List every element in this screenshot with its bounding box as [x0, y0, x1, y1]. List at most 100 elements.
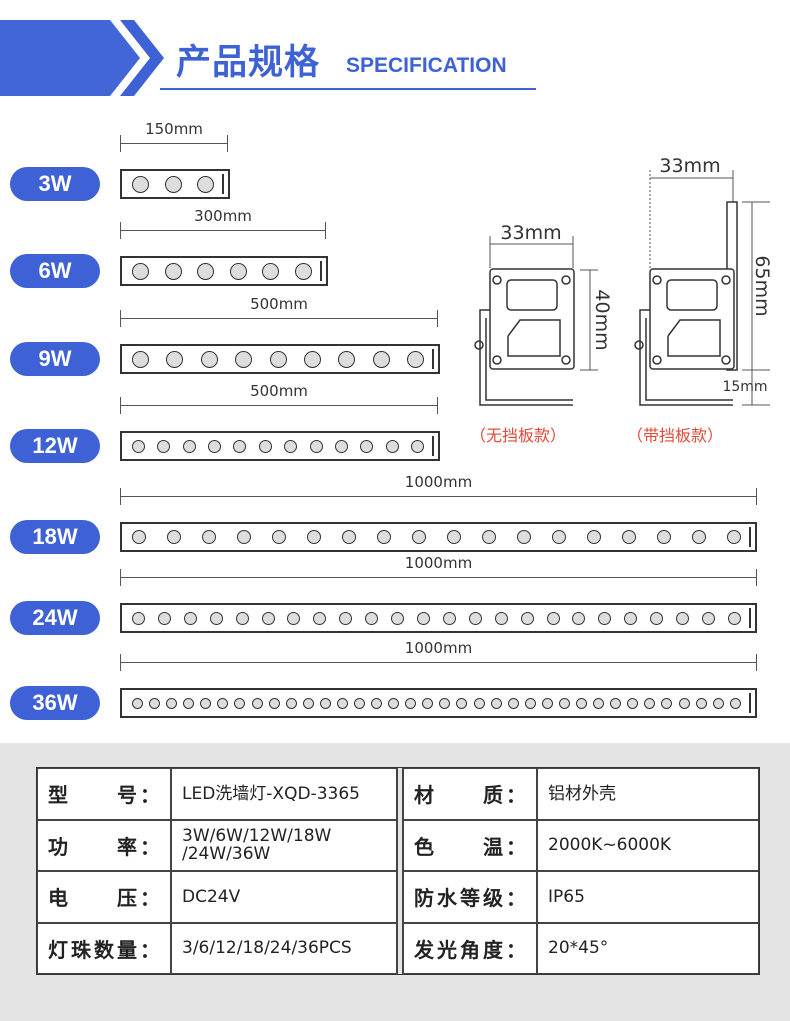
led-dot — [342, 530, 356, 544]
led-dot — [507, 697, 519, 709]
end-cap — [320, 261, 322, 281]
led-dot — [422, 697, 434, 709]
length-dimension: 150mm — [120, 120, 228, 154]
led-dot — [132, 175, 149, 193]
led-dot — [650, 611, 664, 625]
led-dot — [235, 350, 253, 368]
led-dot — [388, 697, 400, 709]
length-label: 500mm — [247, 382, 311, 400]
led-dot — [313, 611, 327, 625]
led-dot — [598, 611, 612, 625]
led-dot — [200, 697, 212, 709]
spec-key: 材 质： — [403, 768, 537, 820]
led-dot — [235, 611, 249, 625]
led-dot — [624, 611, 638, 625]
length-dimension: 500mm — [120, 295, 438, 329]
spec-value: 铝材外壳 — [537, 768, 759, 820]
led-dot — [197, 262, 215, 280]
spec-key: 灯珠数量： — [37, 922, 171, 974]
led-dot — [164, 262, 182, 280]
wattage-badge: 3W — [10, 167, 100, 201]
led-dot — [727, 530, 741, 544]
led-dot — [183, 697, 195, 709]
led-dot — [262, 262, 280, 280]
spec-gap — [397, 819, 403, 871]
led-dot — [727, 611, 741, 625]
wattage-badge: 12W — [10, 429, 100, 463]
led-dot — [182, 439, 196, 453]
led-dot — [695, 697, 707, 709]
end-cap — [432, 349, 434, 369]
spec-key: 电 压： — [37, 871, 171, 923]
spec-value: IP65 — [537, 871, 759, 923]
led-dot — [302, 697, 314, 709]
led-dot — [132, 611, 145, 625]
led-dot — [576, 697, 588, 709]
bracket-left-width: 33mm — [500, 222, 561, 244]
led-dot — [354, 697, 366, 709]
light-bar — [120, 169, 230, 199]
spec-key: 色 温： — [403, 819, 537, 871]
led-dot — [692, 530, 706, 544]
spec-value: 3W/6W/12W/18W /24W/36W — [171, 819, 397, 871]
led-dot — [442, 611, 456, 625]
led-dot — [412, 530, 426, 544]
led-dot — [149, 697, 161, 709]
led-dot — [209, 611, 223, 625]
led-dot — [676, 611, 690, 625]
bracket-right-height: 65mm — [751, 255, 773, 316]
spec-value: 2000K~6000K — [537, 819, 759, 871]
led-dot — [661, 697, 673, 709]
led-dot — [338, 350, 356, 368]
header-chevron-icon — [0, 20, 164, 96]
led-dot — [701, 611, 715, 625]
led-dot — [524, 697, 536, 709]
led-dot — [610, 697, 622, 709]
wattage-badge: 6W — [10, 254, 100, 288]
led-dot — [258, 439, 272, 453]
led-dot — [183, 611, 197, 625]
led-dot — [473, 697, 485, 709]
wattage-badge: 24W — [10, 601, 100, 635]
led-dot — [261, 611, 275, 625]
end-cap — [749, 608, 751, 628]
end-cap — [432, 436, 434, 456]
bracket-left-caption: （无挡板款） — [470, 426, 567, 445]
end-cap — [222, 174, 224, 194]
led-dot — [558, 697, 570, 709]
end-cap — [749, 693, 751, 713]
led-dot — [482, 530, 496, 544]
led-dot — [371, 697, 383, 709]
led-dot — [233, 439, 247, 453]
led-dot — [365, 611, 379, 625]
led-dot — [391, 611, 405, 625]
led-dot — [657, 530, 671, 544]
page-header: 产品规格 SPECIFICATION — [0, 0, 790, 110]
led-dot — [447, 530, 461, 544]
spec-key: 型 号： — [37, 768, 171, 820]
spec-value: LED洗墙灯-XQD-3365 — [171, 768, 397, 820]
light-bar — [120, 688, 757, 718]
led-dot — [202, 530, 216, 544]
spec-key: 发光角度： — [403, 922, 537, 974]
led-dot — [166, 350, 184, 368]
led-dot — [468, 611, 482, 625]
led-dot — [517, 530, 531, 544]
header-underline — [160, 88, 536, 90]
led-dot — [385, 439, 399, 453]
led-dot — [237, 530, 251, 544]
led-dot — [132, 350, 149, 368]
length-label: 1000mm — [401, 473, 476, 491]
led-dot — [407, 350, 424, 368]
led-dot — [294, 262, 312, 280]
led-dot — [132, 262, 149, 280]
led-dot — [166, 697, 178, 709]
led-dot — [377, 530, 391, 544]
end-cap — [749, 527, 751, 547]
length-label: 300mm — [191, 207, 255, 225]
led-dot — [268, 697, 280, 709]
bracket-right-caption: （带挡板款） — [627, 426, 724, 445]
length-dimension: 1000mm — [120, 554, 757, 588]
spec-value: 3/6/12/18/24/36PCS — [171, 922, 397, 974]
led-dot — [229, 262, 247, 280]
